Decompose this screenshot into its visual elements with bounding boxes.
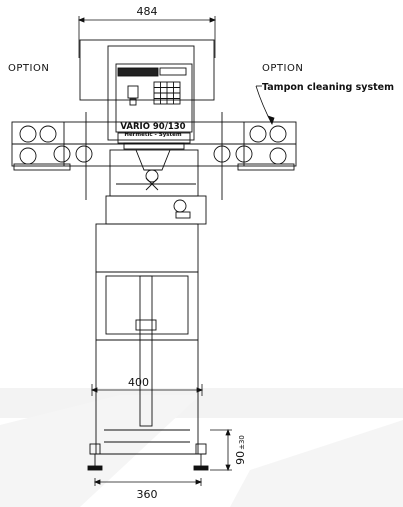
tampon-callout-label: Tampon cleaning system [262,82,394,93]
cross-arm [11,112,297,200]
dimension-90 [210,428,232,472]
model-sub-label: Hermetic - System [124,132,182,138]
dimension-484 [77,16,217,58]
keypad [153,81,181,105]
machine-head [79,39,215,150]
dimension-400-label: 400 [128,376,149,389]
option-left-label: OPTION [8,63,49,74]
stand-housing [95,223,199,273]
dimension-360-label: 360 [137,488,158,501]
dimension-360 [93,478,203,486]
right-option-rollers [213,125,295,171]
watermark [0,388,403,507]
tampon-mechanism [105,149,207,225]
model-label: VARIO 90/130 [120,122,185,132]
option-right-label: OPTION [262,63,303,74]
left-option-rollers [13,125,93,171]
dimension-400 [90,384,204,396]
feet [87,443,209,471]
dimension-484-label: 484 [137,5,158,18]
dimension-90-label: 90±30 [234,435,247,465]
